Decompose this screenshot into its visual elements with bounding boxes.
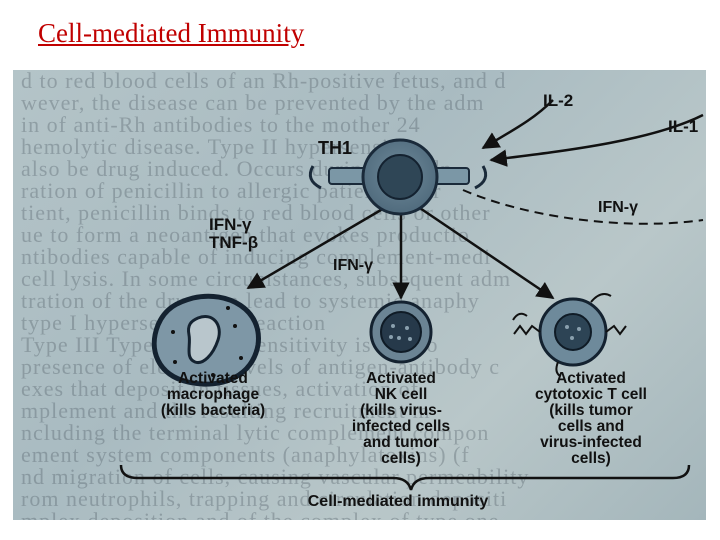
- background-text-line: mplement and the resulting recruitment m: [21, 398, 431, 423]
- brace: [119, 464, 691, 491]
- background-text-line: ement system components (anaphylatoxins)…: [21, 442, 470, 467]
- background-text-line: exes that deposit in tissues, activation…: [21, 376, 419, 401]
- cell-mediated-immunity-diagram: IL-2 IL-1 TH1 IFN-γ IFN-γ TNF-β IFN-γ Ac…: [119, 91, 704, 510]
- cytotoxic-t-cell: [512, 293, 627, 377]
- ifng-center-label: IFN-γ: [333, 257, 373, 274]
- svg-text:and tumor: and tumor: [363, 434, 439, 451]
- nk-cell-caption: Activated NK cell (kills virus- infected…: [352, 370, 450, 467]
- svg-text:(kills bacteria): (kills bacteria): [161, 402, 265, 419]
- svg-text:cytotoxic T cell: cytotoxic T cell: [535, 386, 647, 403]
- svg-text:(kills tumor: (kills tumor: [549, 402, 633, 419]
- background-text-line: d to red blood cells of an Rh-positive f…: [21, 70, 507, 93]
- svg-text:cells): cells): [381, 450, 421, 467]
- background-text-line: mplex deposition and of the complex of t…: [21, 510, 706, 521]
- macrophage-caption: Activated macrophage (kills bacteria): [161, 370, 265, 419]
- background-text-line: hemolytic disease. Type II hypersensit: [21, 134, 397, 159]
- ifng-dashed-arrow: [462, 189, 704, 225]
- cytotoxic-t-caption: Activated cytotoxic T cell (kills tumor …: [535, 370, 647, 467]
- footer-label: Cell-mediated immunity: [308, 493, 489, 510]
- svg-text:Activated: Activated: [556, 370, 626, 387]
- background-text-line: ncluding the terminal lytic complement c…: [21, 420, 490, 445]
- svg-text:Activated: Activated: [366, 370, 436, 387]
- th1-label: TH1: [318, 138, 352, 158]
- ifng-right-label: IFN-γ: [598, 199, 638, 216]
- macrophage-cell: [151, 293, 261, 387]
- svg-text:virus-infected: virus-infected: [540, 434, 642, 451]
- il2-label: IL-2: [543, 91, 573, 110]
- textbook-photo: d to red blood cells of an Rh-positive f…: [13, 70, 706, 520]
- background-page-text: d to red blood cells of an Rh-positive f…: [13, 70, 706, 520]
- background-text-line: presence of elevated levels of antigen-a…: [21, 354, 501, 379]
- nk-cell: [369, 300, 433, 364]
- svg-text:Activated: Activated: [178, 370, 248, 387]
- il1-arrow: [489, 113, 704, 167]
- svg-text:macrophage: macrophage: [167, 386, 260, 403]
- th1-cell: [308, 138, 488, 216]
- background-text-line: rom neutrophils, trapping and circulatio…: [21, 486, 508, 511]
- background-text-line: in of anti-Rh antibodies to the mother 2…: [21, 112, 421, 137]
- slide-title: Cell-mediated Immunity: [38, 18, 305, 48]
- background-text-line: tient, penicillin binds to red blood cel…: [21, 200, 491, 225]
- arrow-to-macrophage: [246, 198, 399, 290]
- il2-arrow: [481, 99, 554, 150]
- tnfb-label: TNF-β: [209, 233, 258, 252]
- ifng-left-label: IFN-γ: [209, 215, 252, 234]
- svg-text:cells): cells): [571, 450, 611, 467]
- background-text-line: ntibodies capable of inducing complement…: [21, 244, 492, 269]
- svg-text:(kills virus-: (kills virus-: [360, 402, 442, 419]
- background-text-line: ue to form a neoantigen that evokes prod…: [21, 222, 470, 247]
- background-text-line: tration of the drug can lead to systemic…: [21, 288, 480, 313]
- il1-label: IL-1: [668, 117, 698, 136]
- svg-text:cells and: cells and: [558, 418, 624, 435]
- svg-text:NK cell: NK cell: [375, 386, 428, 403]
- svg-text:infected cells: infected cells: [352, 418, 450, 435]
- arrow-to-cytotoxic-t: [407, 198, 555, 300]
- background-text-line: nd migration of cells, causing vascular …: [21, 464, 530, 489]
- background-text-line: wever, the disease can be prevented by t…: [21, 90, 485, 115]
